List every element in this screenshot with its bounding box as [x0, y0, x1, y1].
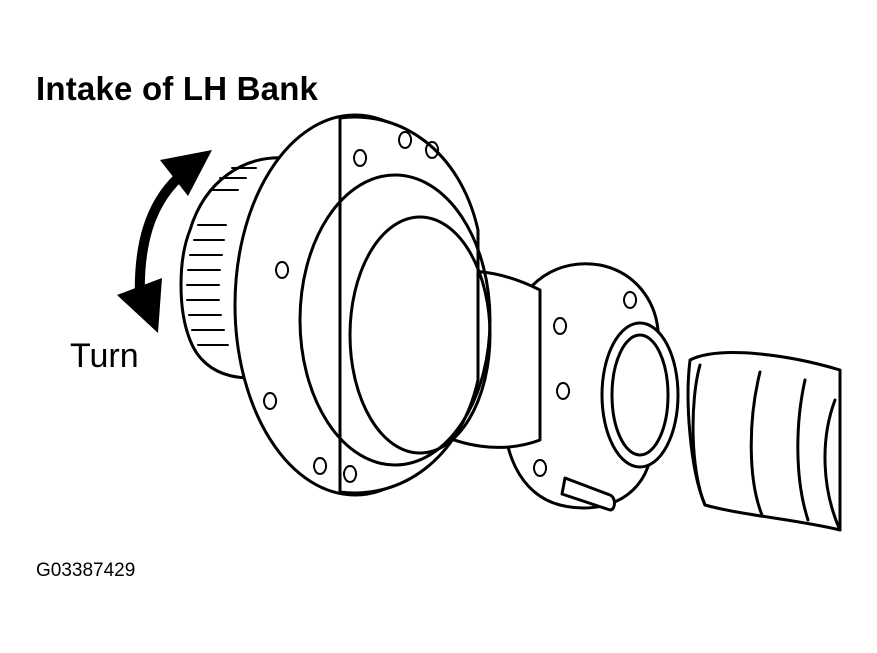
shaft-flange: [502, 262, 680, 512]
variable-valve-timing-hub: [233, 113, 492, 497]
diagram-title: Intake of LH Bank: [36, 70, 319, 107]
turn-label: Turn: [70, 337, 139, 375]
figure-code: G03387429: [36, 560, 136, 581]
double-headed-curved-arrow-icon: [117, 150, 212, 333]
camshaft-body: [686, 351, 842, 532]
